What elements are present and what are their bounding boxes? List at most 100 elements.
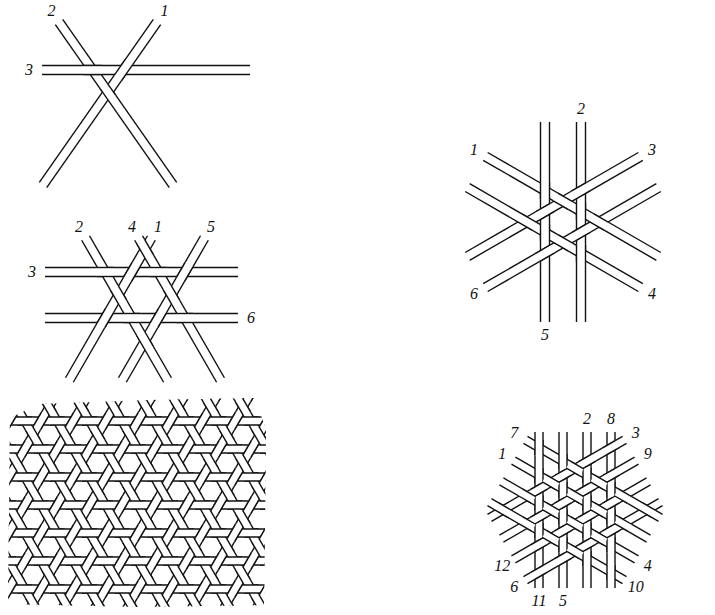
strip-fill <box>106 510 121 527</box>
strip-fill <box>1 613 16 615</box>
strip-edge <box>66 468 74 481</box>
strip-edge <box>259 426 267 439</box>
strip-edge <box>58 598 66 611</box>
strip-fill <box>535 523 543 538</box>
strip-edge <box>98 556 113 557</box>
strip-fill <box>98 613 113 615</box>
strip-edge <box>194 482 202 495</box>
strip-edge <box>33 444 48 445</box>
strip-edge <box>0 286 198 615</box>
strip-fill <box>195 389 210 397</box>
strip-edge <box>546 475 559 483</box>
strip-edge <box>105 528 113 541</box>
strip-edge <box>0 444 458 445</box>
strip-fill <box>195 412 210 429</box>
strip-edge <box>184 267 193 282</box>
strip-fill <box>0 177 217 615</box>
strip-edge <box>195 444 210 445</box>
strip-fill <box>123 538 138 555</box>
strip-fill <box>9 510 24 527</box>
strip-edge <box>535 203 550 212</box>
strip-edge <box>26 598 34 611</box>
strip-edge <box>251 556 259 569</box>
strip-edge <box>113 566 121 579</box>
strip-edge <box>98 500 113 501</box>
strip-edge <box>511 464 646 542</box>
strip-fill <box>179 384 194 401</box>
strip-edge <box>594 530 607 538</box>
strip-edge <box>146 454 154 467</box>
strip-edge <box>178 510 186 523</box>
strip-fill <box>26 594 41 611</box>
strip-fill <box>49 473 64 481</box>
strip-edge <box>146 472 161 473</box>
strip-fill <box>0 191 241 615</box>
strip-edge <box>178 566 186 579</box>
strip-edge <box>540 224 541 241</box>
strip-fill <box>115 496 130 513</box>
strip-edge <box>503 464 638 542</box>
strip-fill <box>100 84 116 101</box>
strip-edge <box>121 556 129 569</box>
strip-edge <box>33 500 48 501</box>
strip-fill <box>0 426 8 443</box>
strip-edge <box>244 384 252 397</box>
strip-fill <box>155 594 170 611</box>
strip-edge <box>49 424 64 425</box>
strip-edge <box>115 552 123 565</box>
strip-fill <box>220 426 235 443</box>
strip-edge <box>89 556 97 569</box>
strip-fill <box>171 510 186 527</box>
strip-edge <box>115 440 123 453</box>
strip-fill <box>187 482 202 499</box>
strip-fill <box>1 501 16 509</box>
strip-edge <box>147 384 155 397</box>
strip-edge <box>235 472 243 485</box>
strip-edge <box>203 458 211 471</box>
strip-edge <box>227 482 235 495</box>
strip-fill <box>483 184 661 292</box>
strip-edge <box>74 514 82 527</box>
strip-fill <box>58 594 73 611</box>
strip-fill <box>45 314 238 323</box>
strip-fill <box>0 473 1 481</box>
strip-edge <box>1 388 16 389</box>
strip-edge <box>130 500 145 501</box>
strip-edge <box>236 514 244 527</box>
strip-edge <box>105 313 114 328</box>
strip-edge <box>220 542 228 555</box>
strip-fill <box>0 219 289 615</box>
strip-edge <box>57 612 65 615</box>
strip-edge <box>267 528 275 541</box>
strip-edge <box>260 564 275 565</box>
strip-edge <box>236 402 244 415</box>
strip-edge <box>186 500 194 513</box>
strip-fill <box>156 331 483 615</box>
strip-edge <box>518 523 531 531</box>
strip-edge <box>138 528 146 541</box>
strip-edge <box>0 276 458 277</box>
strip-edge <box>146 480 161 481</box>
strip-fill <box>97 308 113 327</box>
strip-edge <box>158 313 167 328</box>
strip-edge <box>193 104 513 615</box>
strip-edge <box>97 426 105 439</box>
strip-fill <box>571 183 590 199</box>
strip-fill <box>130 389 145 397</box>
strip-edge <box>0 396 458 397</box>
strip-edge <box>181 345 501 615</box>
strip-edge <box>515 485 650 563</box>
strip-edge <box>602 468 615 476</box>
strip-edge <box>530 482 543 490</box>
strip-edge <box>195 508 210 509</box>
strip-edge <box>227 594 235 607</box>
strip-edge <box>163 452 178 453</box>
strip-edge <box>34 468 42 481</box>
strip-edge <box>195 452 210 453</box>
strip-edge <box>131 524 139 537</box>
strip-edge <box>146 592 161 593</box>
strip-edge <box>66 279 386 615</box>
strip-edge <box>41 528 49 541</box>
strip-edge <box>82 584 97 585</box>
strip-edge <box>139 570 147 583</box>
